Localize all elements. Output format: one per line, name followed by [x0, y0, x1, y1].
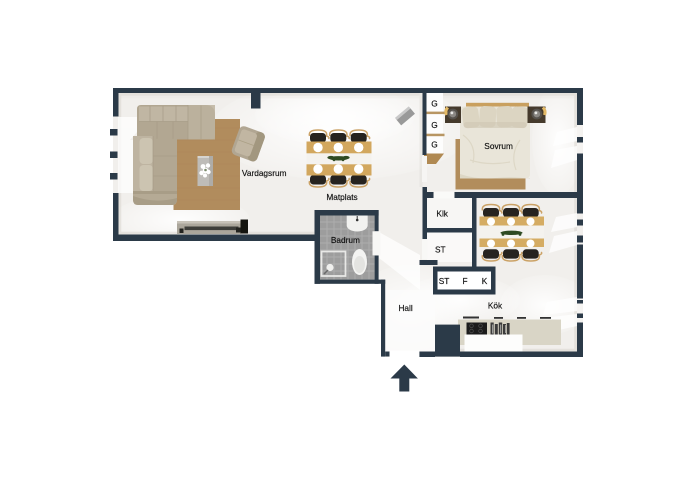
- svg-text:Klk: Klk: [436, 209, 448, 219]
- svg-text:G: G: [431, 139, 437, 149]
- svg-text:Vardagsrum: Vardagsrum: [242, 168, 287, 178]
- svg-text:Matplats: Matplats: [326, 192, 357, 202]
- svg-text:Hall: Hall: [398, 303, 412, 313]
- svg-text:Kök: Kök: [488, 301, 503, 311]
- svg-text:ST: ST: [439, 276, 450, 286]
- svg-text:K: K: [482, 276, 488, 286]
- svg-text:G: G: [431, 120, 437, 130]
- svg-text:G: G: [431, 98, 437, 108]
- svg-text:Badrum: Badrum: [331, 235, 360, 245]
- svg-text:ST: ST: [435, 244, 446, 254]
- svg-text:F: F: [462, 276, 467, 286]
- svg-text:Sovrum: Sovrum: [484, 141, 513, 151]
